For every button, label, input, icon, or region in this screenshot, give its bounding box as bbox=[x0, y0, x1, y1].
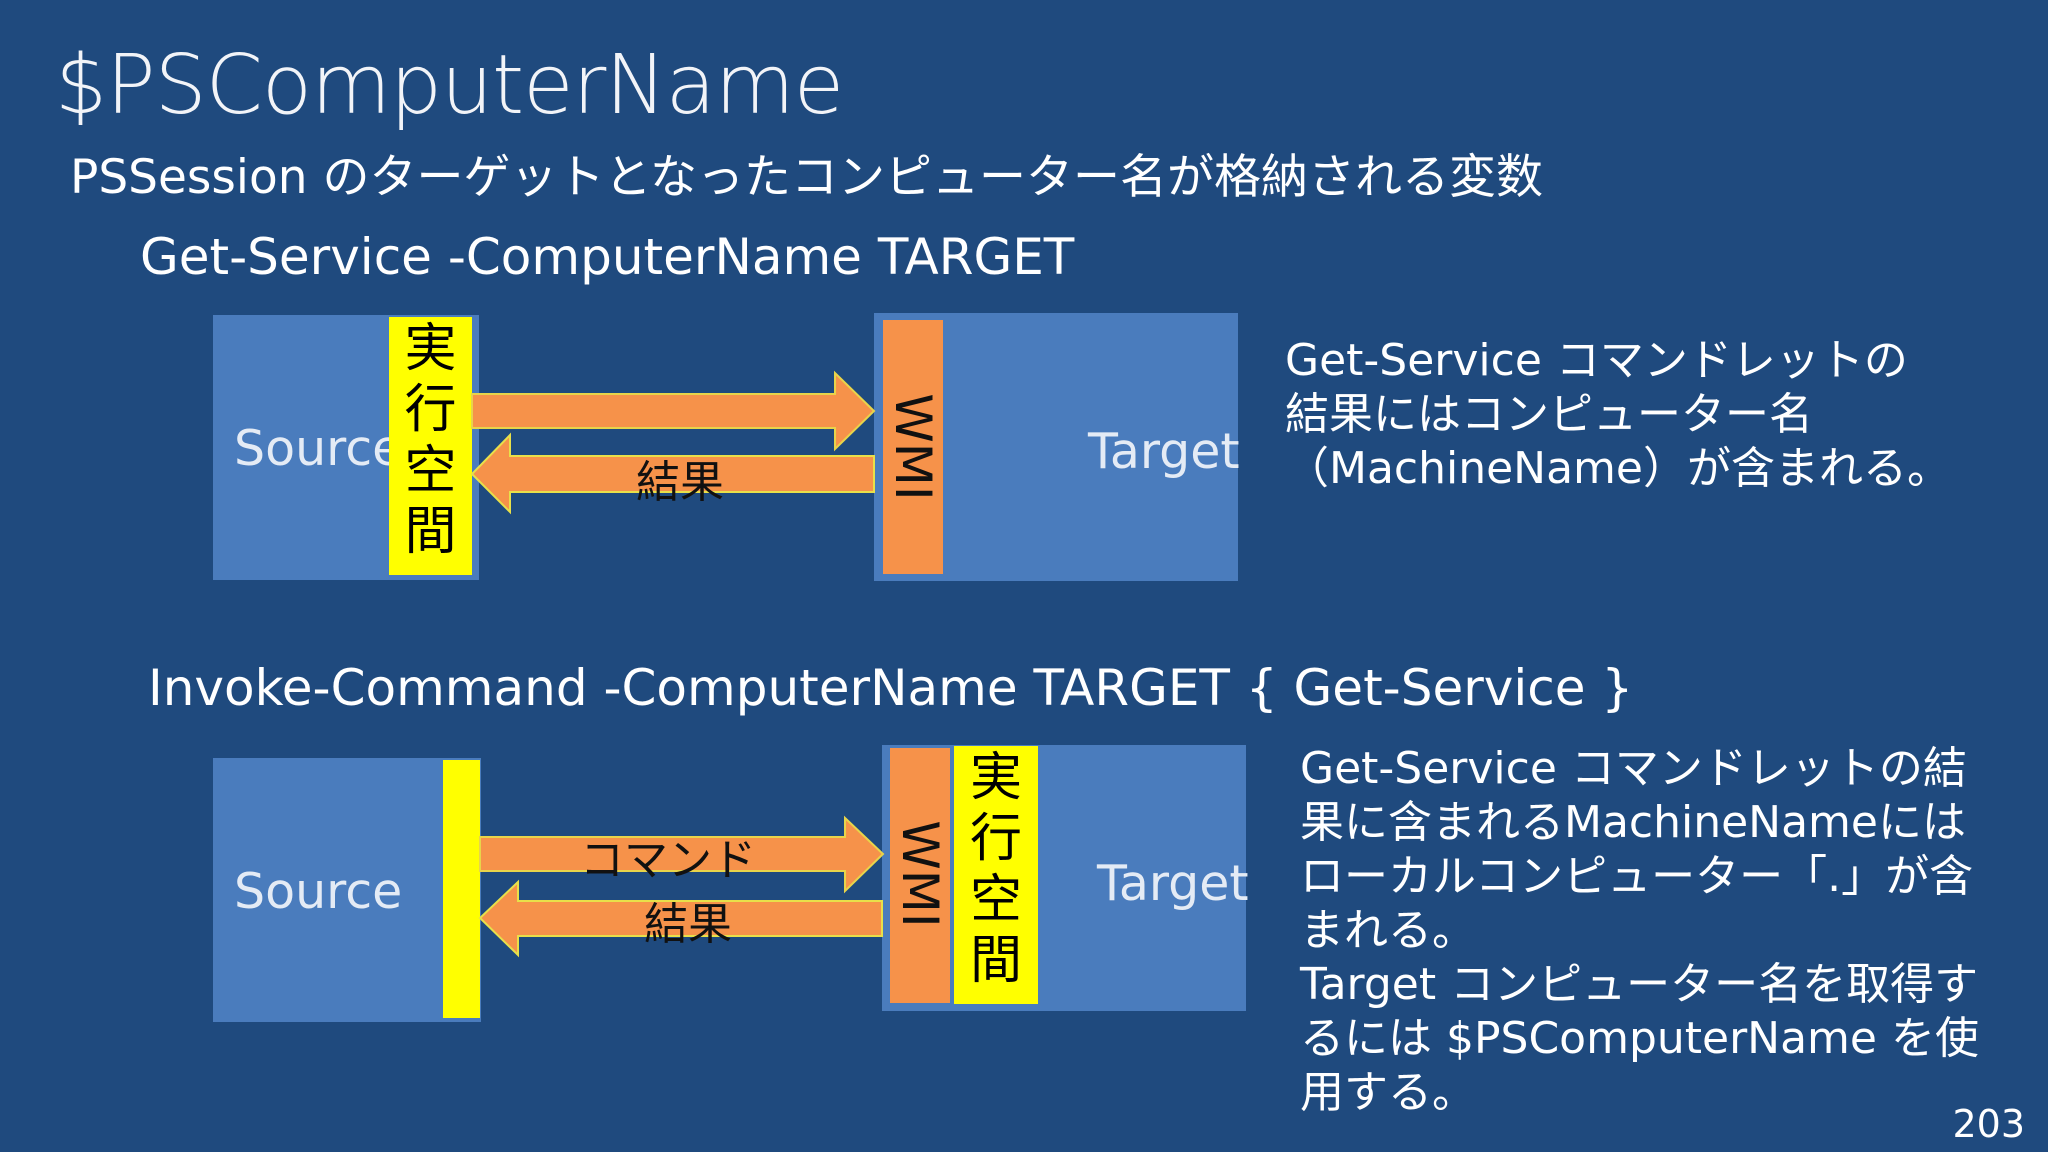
diagram2-description: Get-Service コマンドレットの結 果に含まれるMachineNameに… bbox=[1300, 743, 1979, 1118]
diagram1-source-label: Source bbox=[234, 420, 403, 477]
runspace-char: 間 bbox=[969, 931, 1022, 991]
diagram2-wmi-block bbox=[890, 748, 950, 1003]
diagram2-result-arrow bbox=[478, 879, 883, 958]
runspace-char: 実 bbox=[404, 319, 457, 379]
diagram2-command: Invoke-Command -ComputerName TARGET { Ge… bbox=[148, 659, 1634, 717]
diagram2-target-label: Target bbox=[1097, 855, 1249, 912]
runspace-char: 空 bbox=[404, 441, 457, 501]
diagram2-result-label: 結果 bbox=[644, 899, 732, 950]
diagram2-source-box bbox=[213, 758, 481, 1022]
slide-subtitle: PSSession のターゲットとなったコンピューター名が格納される変数 bbox=[70, 150, 1544, 205]
diagram2-command-arrow bbox=[479, 815, 885, 894]
diagram1-wmi-block bbox=[883, 320, 943, 574]
diagram1-result-arrow bbox=[470, 432, 875, 515]
diagram1-result-label: 結果 bbox=[636, 457, 724, 508]
page-number: 203 bbox=[1952, 1102, 2025, 1146]
diagram2-runspace-strip bbox=[443, 760, 480, 1018]
diagram1-command: Get-Service -ComputerName TARGET bbox=[140, 228, 1075, 286]
slide-title: $PSComputerName bbox=[55, 38, 844, 133]
diagram1-description: Get-Service コマンドレットの 結果にはコンピューター名 （Machi… bbox=[1285, 335, 1951, 494]
diagram1-target-label: Target bbox=[1088, 423, 1240, 480]
diagram2-command-label: コマンド bbox=[580, 835, 756, 886]
runspace-char: 実 bbox=[969, 748, 1022, 808]
runspace-char: 行 bbox=[969, 809, 1022, 869]
runspace-char: 間 bbox=[404, 502, 457, 562]
diagram2-runspace: 実 行 空 間 bbox=[954, 746, 1038, 1004]
diagram2-source-label: Source bbox=[234, 863, 403, 920]
runspace-char: 行 bbox=[404, 380, 457, 440]
diagram1-runspace: 実 行 空 間 bbox=[389, 317, 472, 575]
diagram1-request-arrow bbox=[471, 370, 876, 452]
runspace-char: 空 bbox=[969, 870, 1022, 930]
